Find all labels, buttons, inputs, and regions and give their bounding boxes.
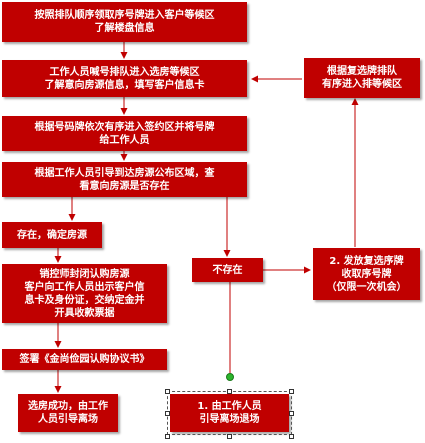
selection-handle[interactable]	[289, 389, 294, 394]
selection-handle[interactable]	[227, 389, 232, 394]
step-enter-signing-area: 根据号码牌依次有序进入签约区并将号牌 给工作人员	[2, 116, 247, 151]
selection-handle[interactable]	[289, 411, 294, 416]
step-reissue-ticket: 2. 发放复选序牌 收取序号牌 （仅限一次机会）	[313, 248, 420, 300]
decision-not-exists: 不存在	[192, 258, 263, 282]
selection-handle[interactable]	[227, 434, 232, 439]
selection-handle[interactable]	[165, 389, 170, 394]
decision-exists: 存在，确定房源	[2, 222, 102, 248]
step-check-house: 根据工作人员引导到达房源公布区域，查 看意向房源是否存在	[2, 162, 247, 197]
selection-handle[interactable]	[165, 434, 170, 439]
selection-handle[interactable]	[165, 411, 170, 416]
step-enter-waiting-area: 工作人员喊号排队进入选房等候区 了解意向房源信息，填写客户信息卡	[2, 60, 247, 97]
result-success: 选房成功，由工作 人员引导离场	[18, 394, 118, 432]
result-guide-out[interactable]: 1. 由工作人员 引导离场退场	[167, 391, 292, 435]
selection-handle[interactable]	[289, 434, 294, 439]
step-sign-agreement: 签署《金尚俭园认购协议书》	[2, 349, 167, 370]
step-requeue: 根据复选牌排队 有序进入排等候区	[304, 58, 420, 98]
step-queue-number: 按照排队顺序领取序号牌进入客户等候区 了解楼盘信息	[2, 2, 247, 42]
step-sales-control: 销控师封闭认购房源 客户向工作人员出示客户信 息卡及身份证，交纳定金并 开具收款…	[2, 264, 167, 323]
